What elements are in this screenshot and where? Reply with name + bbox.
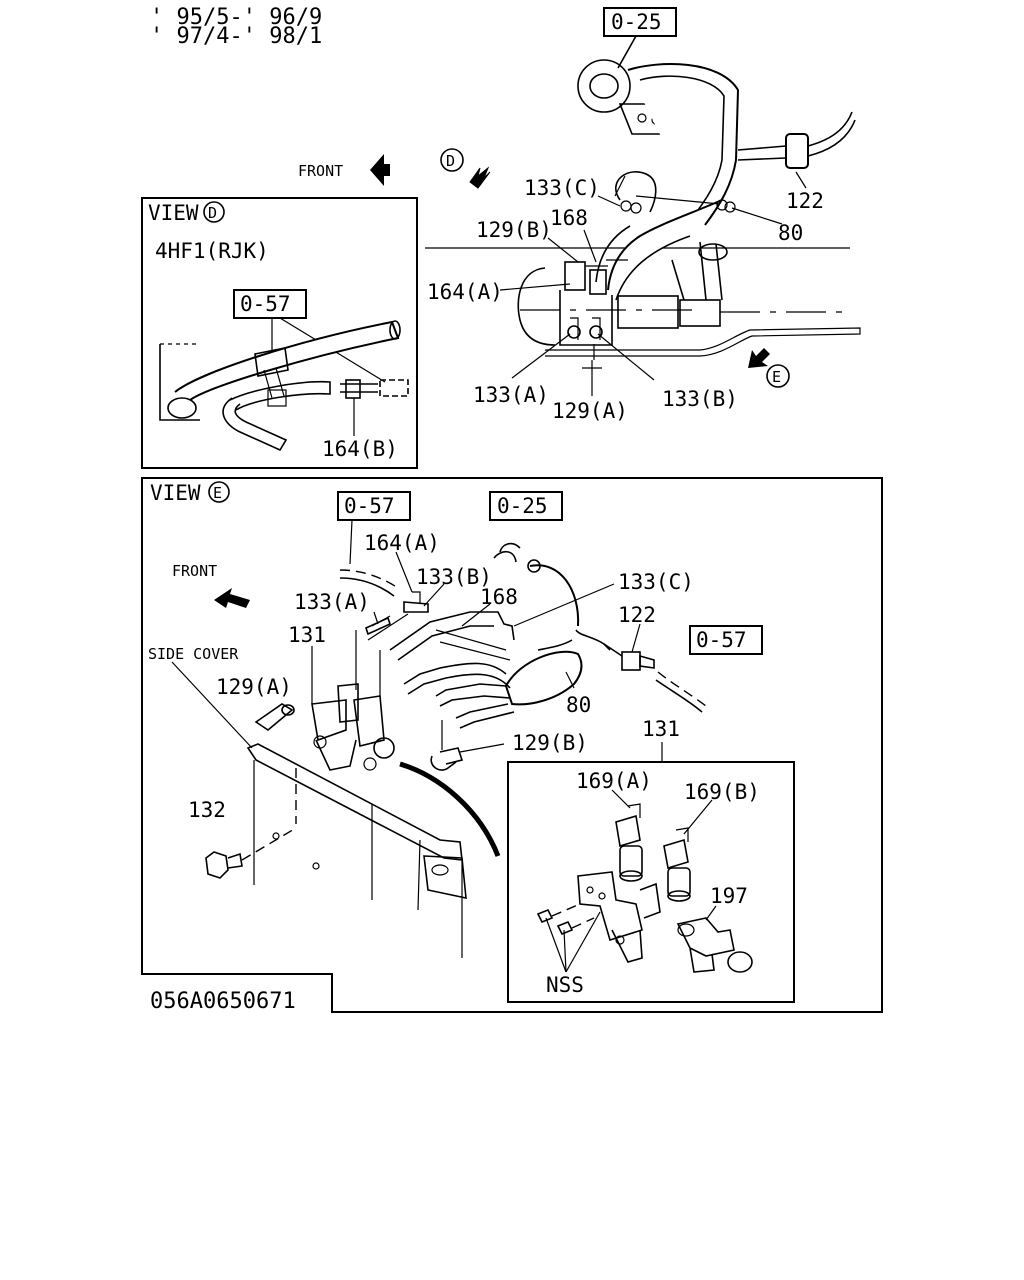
view-e-label-133b: 133(B) xyxy=(416,565,492,589)
main-label-122: 122 xyxy=(786,189,824,213)
view-e-label-131: 131 xyxy=(288,623,326,647)
view-e-title: VIEW xyxy=(150,481,201,505)
view-e-label-168: 168 xyxy=(480,585,518,609)
date-range-2: ' 97/4-' 98/1 xyxy=(150,24,322,49)
view-d-ref-label: 0-57 xyxy=(240,292,291,316)
view-e-side-cover-label: SIDE COVER xyxy=(148,645,239,663)
main-label-133a: 133(A) xyxy=(473,383,549,407)
view-d-frame xyxy=(141,197,418,469)
view-e-frame xyxy=(141,477,883,1013)
main-label-129b: 129(B) xyxy=(476,218,552,242)
view-e-label-129b: 129(B) xyxy=(512,731,588,755)
main-view-front-label: FRONT xyxy=(298,162,343,180)
view-d-panel: VIEW D 4HF1(RJK) 0-57 164(B) xyxy=(141,197,418,469)
view-e-label-129a: 129(A) xyxy=(216,675,292,699)
view-d-ref-box xyxy=(233,289,307,319)
main-label-80: 80 xyxy=(778,221,803,245)
main-label-168: 168 xyxy=(550,206,588,230)
main-view-d-marker: D xyxy=(446,152,455,170)
drawing-number: 056A0650671 xyxy=(150,989,296,1014)
view-e-label-133a: 133(A) xyxy=(294,590,370,614)
view-d-marker: D xyxy=(208,204,217,222)
inset-panel: 131 169(A) 169(B) xyxy=(507,717,795,1003)
view-e-marker: E xyxy=(213,484,222,502)
view-d-engine-code: 4HF1(RJK) xyxy=(155,239,269,263)
view-e-ref-box-right xyxy=(689,625,763,655)
ref-box-0-25-top-label: 0-25 xyxy=(611,10,662,34)
main-view: 0-25 D FRONT xyxy=(298,7,861,423)
inset-label-169b: 169(B) xyxy=(684,780,760,804)
date-range-1: ' 95/5-' 96/9 xyxy=(150,5,322,30)
view-e-ref-right-label: 0-57 xyxy=(696,628,747,652)
view-d-part-label: 164(B) xyxy=(322,437,398,461)
view-e-ref-box-mid xyxy=(489,491,563,521)
inset-label-nss: NSS xyxy=(546,973,584,997)
view-e-panel: VIEW E 0-57 0-25 0-57 FRONT xyxy=(141,477,883,1013)
view-e-label-122: 122 xyxy=(618,603,656,627)
view-e-ref-left-label: 0-57 xyxy=(344,494,395,518)
view-e-label-164a: 164(A) xyxy=(364,531,440,555)
inset-label-169a: 169(A) xyxy=(576,769,652,793)
view-e-ref-box-left xyxy=(337,491,411,521)
main-label-129a: 129(A) xyxy=(552,399,628,423)
view-d-title: VIEW xyxy=(148,201,199,225)
view-e-front-label: FRONT xyxy=(172,562,217,580)
view-e-ref-mid-label: 0-25 xyxy=(497,494,548,518)
inset-label-197: 197 xyxy=(710,884,748,908)
main-label-164a: 164(A) xyxy=(427,280,503,304)
inset-frame xyxy=(507,761,795,1003)
view-e-label-80: 80 xyxy=(566,693,591,717)
ref-box-0-25-top xyxy=(603,7,677,37)
main-label-133c: 133(C) xyxy=(524,176,600,200)
view-e-label-132: 132 xyxy=(188,798,226,822)
inset-label-131: 131 xyxy=(642,717,680,741)
view-e-label-133c: 133(C) xyxy=(618,570,694,594)
main-label-133b: 133(B) xyxy=(662,387,738,411)
main-view-e-marker: E xyxy=(772,368,781,386)
